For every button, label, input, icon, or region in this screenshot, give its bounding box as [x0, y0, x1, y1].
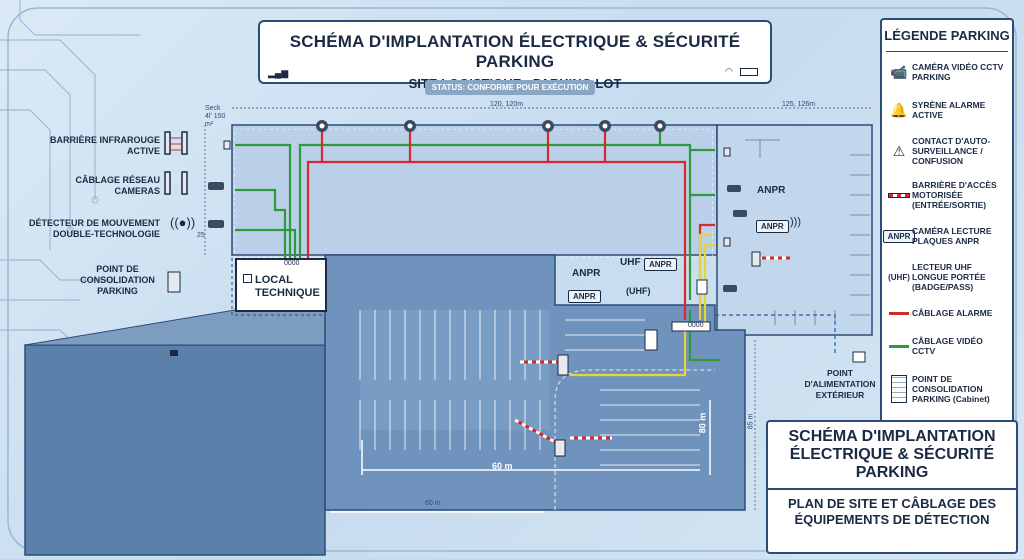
legend-item-anpr: ANPR CAMÉRA LECTURE PLAQUES ANPR	[882, 226, 1008, 246]
label-motion-detector: DÉTECTEUR DE MOUVEMENT DOUBLE-TECHNOLOGI…	[28, 218, 160, 239]
anpr-heading-2: ANPR	[757, 185, 786, 196]
parking-stall-lines	[359, 310, 700, 466]
local-technique-label: LOCAL TECHNIQUE	[255, 274, 320, 299]
legend-title: LÉGENDE PARKING	[884, 28, 1010, 43]
legend-item-cctv-cable: CÂBLAGE VIDÉO CCTV	[886, 336, 1008, 356]
wifi-icon: ◠	[725, 66, 733, 76]
uhf-heading: UHF	[620, 257, 641, 268]
dimension-80m: 80 m	[697, 412, 708, 434]
label-network-cabling: CÂBLAGE RÉSEAU CAMERAS	[75, 175, 160, 196]
label-infrared-barrier: BARRIÈRE INFRAROUGE ACTIVE	[50, 135, 161, 156]
siren-icon: 🔔	[890, 101, 908, 118]
cabinet-left	[167, 271, 181, 293]
legend-item-barrier: BARRIÈRE D'ACCÈS MOTORISÉE (ENTRÉE/SORTI…	[886, 180, 1008, 210]
page-title: SCHÉMA D'IMPLANTATION ÉLECTRIQUE & SÉCUR…	[289, 32, 741, 71]
green-line-icon	[886, 344, 912, 348]
uhf-icon: (UHF)	[888, 272, 910, 282]
warehouse-block	[24, 344, 326, 556]
header-panel: SCHÉMA D'IMPLANTATION ÉLECTRIQUE & SÉCUR…	[258, 20, 772, 91]
wall-cameras	[208, 182, 747, 292]
barriers	[514, 251, 790, 457]
panel-code-left: 0000	[284, 260, 300, 267]
title-block-sub: PLAN DE SITE ET CÂBLAGE DES ÉQUIPEMENTS …	[787, 496, 997, 527]
power-point-label: POINT D'ALIMENTATION EXTÉRIEUR	[804, 368, 876, 400]
legend-item-cabinet: POINT DE CONSOLIDATION PARKING (Cabinet)	[886, 374, 1008, 404]
title-block: SCHÉMA D'IMPLANTATION ÉLECTRIQUE & SÉCUR…	[766, 420, 1018, 554]
anpr-device-3: ANPR	[756, 216, 789, 234]
circuit-traces	[0, 0, 140, 346]
anpr-icon: ANPR	[882, 229, 916, 243]
warning-icon: ⚠	[892, 142, 906, 159]
dimension-25: 25	[197, 232, 205, 239]
upper-building	[231, 124, 718, 256]
barrier-icon	[886, 192, 912, 198]
legend-item-siren: 🔔 SYRÈNE ALARME ACTIVE	[886, 100, 1008, 120]
motion-detector-icon: ((●))	[170, 215, 196, 230]
legend-item-alarm-cable: CÂBLAGE ALARME	[886, 308, 1008, 318]
uhf-wave-icon: )))	[790, 216, 801, 228]
dimension-60m: 60 m	[492, 461, 513, 471]
dimension-side: Seck 4l' 150 m²	[205, 105, 226, 128]
label-consolidation-point: POINT DE CONSOLIDATION PARKING	[80, 264, 155, 296]
signal-icon: ▂▄▆	[268, 68, 289, 78]
camera-icon: 📹	[890, 63, 908, 80]
cabinet-icon	[886, 375, 912, 403]
anpr-heading-1: ANPR	[572, 268, 601, 279]
legend-item-camera: 📹 CAMÉRA VIDÉO CCTV PARKING	[886, 62, 1008, 82]
red-line-icon	[886, 311, 912, 315]
legend-panel: LÉGENDE PARKING 📹 CAMÉRA VIDÉO CCTV PARK…	[880, 18, 1014, 427]
local-technique-room: LOCAL TECHNIQUE	[235, 258, 327, 312]
dimension-60m-bottom: 60 m	[425, 500, 441, 507]
legend-item-uhf: (UHF) LECTEUR UHF LONGUE PORTÉE (BADGE/P…	[886, 262, 1008, 292]
uhf-reader-icon: (UHF)	[626, 286, 651, 296]
title-block-main: SCHÉMA D'IMPLANTATION ÉLECTRIQUE & SÉCUR…	[788, 428, 996, 481]
right-building	[716, 124, 873, 336]
anpr-device-2: ANPR	[644, 254, 677, 272]
dimension-lines	[330, 400, 711, 513]
legend-item-contact: ⚠ CONTACT D'AUTO-SURVEILLANCE / CONFUSIO…	[886, 136, 1008, 166]
anpr-device-1: ANPR	[568, 286, 601, 304]
infrared-barrier	[164, 131, 188, 195]
status-badge: STATUS: CONFORME POUR EXÉCUTION	[425, 80, 595, 95]
panel-code-right: 0000	[688, 322, 704, 329]
battery-icon	[740, 68, 758, 76]
dimension-top-right: 125, 126m	[782, 101, 816, 108]
dimension-top-left: 120, 120m	[490, 101, 524, 108]
dimension-85m: 85 m	[747, 413, 755, 430]
